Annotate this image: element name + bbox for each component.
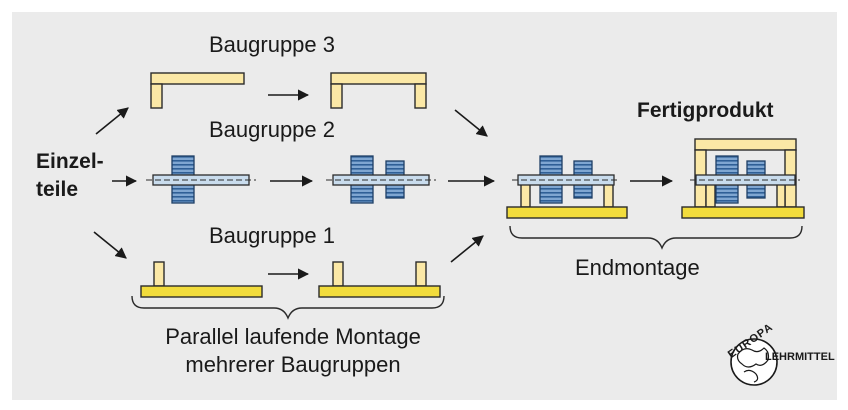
baugruppe3-assembled: [330, 72, 427, 109]
baugruppe2-parts: [146, 155, 256, 204]
einzelteile-label-2: teile: [36, 178, 78, 201]
parallel-label: Parallel laufende Montage: [165, 324, 421, 349]
parallel-brace: [131, 295, 445, 320]
endmontage-label: Endmontage: [575, 255, 700, 280]
arrow-einzelteile-to-bg1: [93, 231, 127, 259]
endmontage-brace: [509, 225, 803, 250]
baugruppe1-parts: [140, 261, 263, 298]
fertigprodukt-label: Fertigprodukt: [637, 99, 774, 122]
arrow-einzelteile-to-bg3: [95, 107, 129, 135]
logo-lehrmittel-text: LEHRMITTEL: [765, 351, 835, 363]
arrow-bg3-to-endmontage: [454, 109, 488, 137]
baugruppe1-label: Baugruppe 1: [209, 223, 335, 248]
endmontage-assembly: [506, 155, 628, 219]
baugruppe3-parts: [150, 72, 245, 109]
arrow-bg1-to-endmontage: [450, 235, 484, 263]
fertigprodukt-assembly: [681, 138, 805, 219]
baugruppe2-assembled: [326, 155, 436, 204]
parallel-label-2: mehrerer Baugruppen: [185, 352, 400, 377]
baugruppe1-assembled: [318, 261, 441, 298]
baugruppe3-label: Baugruppe 3: [209, 32, 335, 57]
einzelteile-label: Einzel-: [36, 150, 104, 173]
baugruppe2-label: Baugruppe 2: [209, 117, 335, 142]
